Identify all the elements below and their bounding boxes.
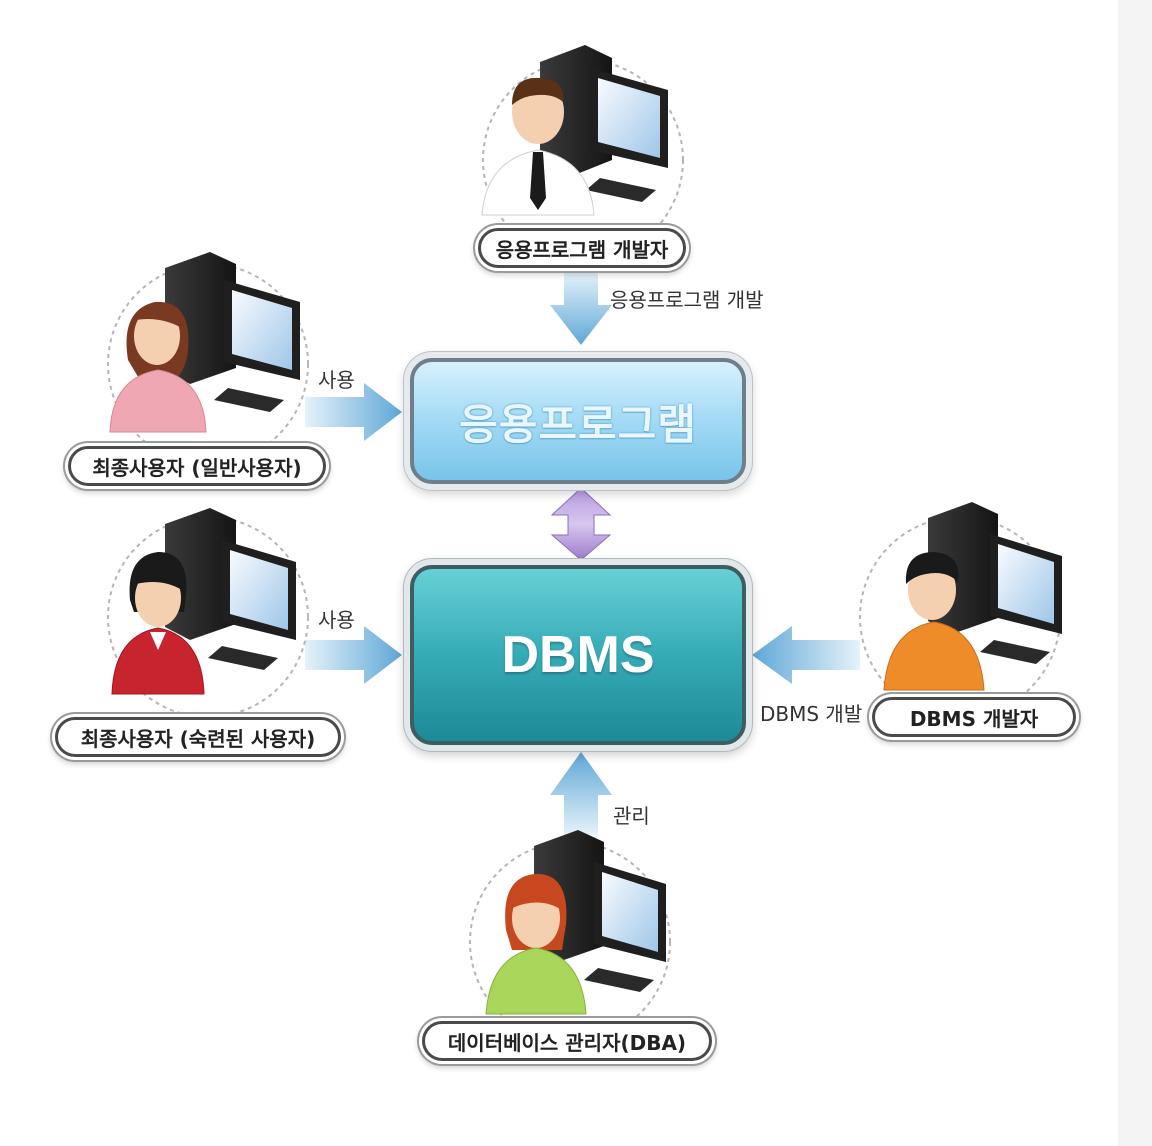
dba-illustration	[469, 830, 671, 1043]
arrow-dba-up	[550, 752, 612, 835]
skilled-use-flow-label: 사용	[318, 608, 355, 632]
skilled-user-illustration	[107, 508, 309, 718]
right-margin-strip	[1118, 0, 1152, 1146]
app-developer-illustration	[481, 45, 684, 261]
application-program-label: 응용프로그램	[459, 399, 697, 449]
dba-management-flow-label: 관리	[613, 804, 650, 828]
dbms-label: DBMS	[501, 626, 655, 684]
computer-icon	[540, 45, 668, 202]
app-developer-pill: 응용프로그램 개발자	[478, 228, 686, 268]
dbms-developer-pill: DBMS 개발자	[872, 697, 1076, 737]
person-female-red-icon	[111, 552, 205, 695]
double-arrow-app-dbms	[550, 487, 612, 561]
computer-icon	[165, 508, 296, 670]
person-male-tie-icon	[481, 77, 595, 216]
arrow-skilled-user-right	[305, 626, 402, 684]
dbms-development-flow-label: DBMS 개발	[760, 702, 863, 726]
person-female-pink-icon	[109, 301, 207, 433]
general-user-pill: 최종사용자 (일반사용자)	[68, 446, 326, 486]
dbms-box: DBMS	[410, 565, 746, 745]
general-use-flow-label: 사용	[318, 368, 355, 392]
dba-pill: 데이터베이스 관리자(DBA)	[422, 1021, 712, 1061]
person-female-green-icon	[485, 873, 587, 1015]
computer-icon	[534, 830, 666, 992]
general-user-illustration	[107, 252, 309, 465]
computer-icon	[165, 252, 300, 412]
skilled-user-pill: 최종사용자 (숙련된 사용자)	[55, 717, 341, 757]
arrow-general-user-right	[305, 383, 402, 441]
arrow-dbms-developer-left	[752, 626, 860, 684]
person-male-orange-icon	[883, 552, 985, 691]
application-program-box: 응용프로그램	[410, 358, 746, 484]
arrow-app-developer-down	[550, 272, 612, 345]
dbms-developer-illustration	[859, 502, 1062, 718]
app-development-flow-label: 응용프로그램 개발	[610, 288, 764, 312]
